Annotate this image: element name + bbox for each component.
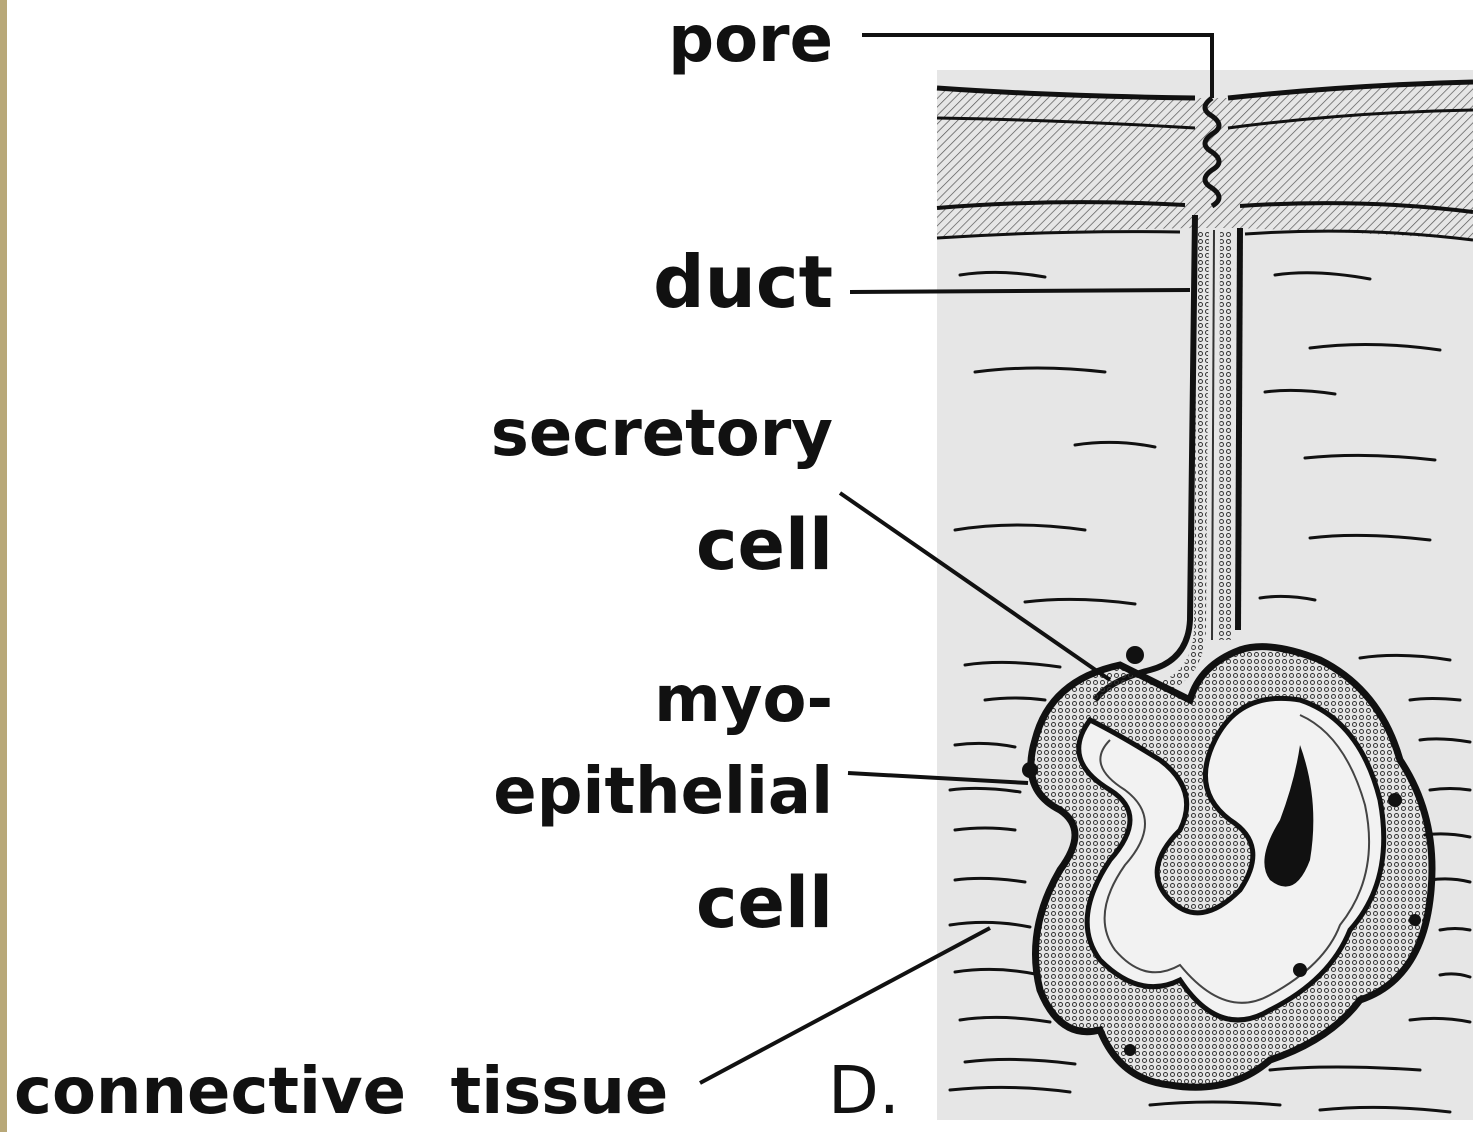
pore-label: pore <box>668 8 833 72</box>
duct-label: duct <box>653 246 833 318</box>
secretory-cell-label-line2: cell <box>696 510 833 580</box>
myoepithelial-label-line3: cell <box>696 868 833 938</box>
secretory-cell-label-line1: secretory <box>491 402 833 466</box>
duct-leader <box>850 290 1190 292</box>
myoepithelial-label-line1: myo- <box>654 668 833 732</box>
panel-letter: D. <box>828 1058 900 1124</box>
myoepithelial-label-line2: epithelial <box>493 760 833 824</box>
connective-tissue-label: connective tissue <box>14 1060 668 1124</box>
